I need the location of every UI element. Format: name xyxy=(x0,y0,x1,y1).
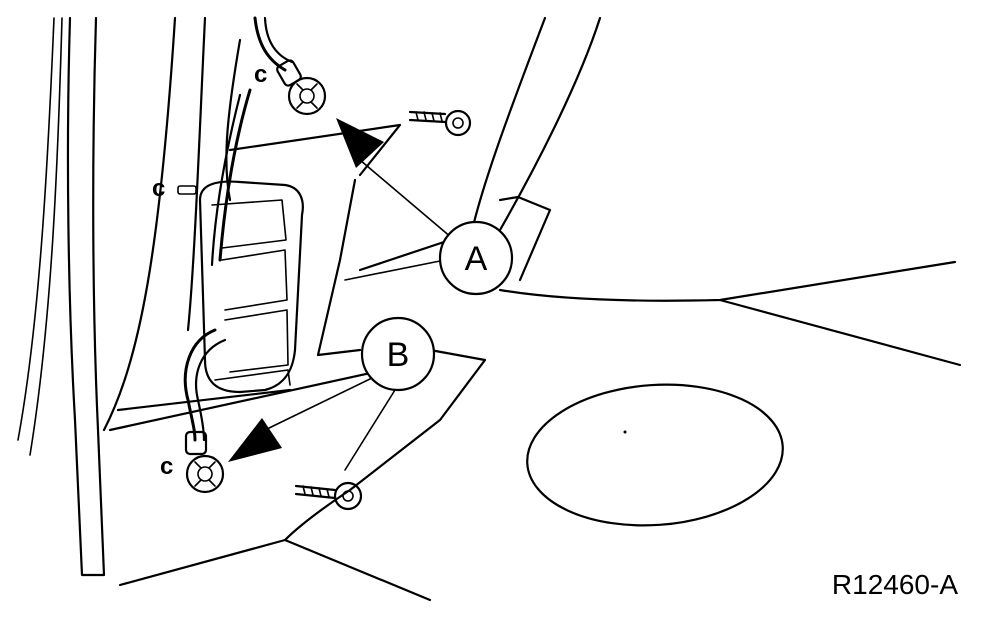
lower-wire xyxy=(183,328,227,442)
upper-wire xyxy=(210,16,294,267)
connector-label-lower: c xyxy=(160,453,173,480)
callout-b-label: B xyxy=(387,336,410,374)
callout-a-label: A xyxy=(465,240,488,278)
callout-a: A xyxy=(438,220,514,296)
access-hole xyxy=(526,383,784,527)
connector-label-upper: c xyxy=(254,61,267,88)
inner-panel xyxy=(108,16,962,602)
lower-screw xyxy=(294,481,363,511)
pin-stud xyxy=(177,185,197,195)
harness-bracket xyxy=(198,180,304,394)
figure-reference: R12460-A xyxy=(832,569,958,600)
callout-b: B xyxy=(360,316,436,392)
lower-connector xyxy=(184,430,225,494)
door-pillar xyxy=(17,16,177,577)
upper-connector xyxy=(276,59,327,116)
connector-label-middle: c xyxy=(152,175,165,202)
leader-b xyxy=(228,377,396,471)
panel-dot xyxy=(623,430,627,434)
upper-screw xyxy=(408,109,472,137)
leader-a xyxy=(336,118,453,281)
